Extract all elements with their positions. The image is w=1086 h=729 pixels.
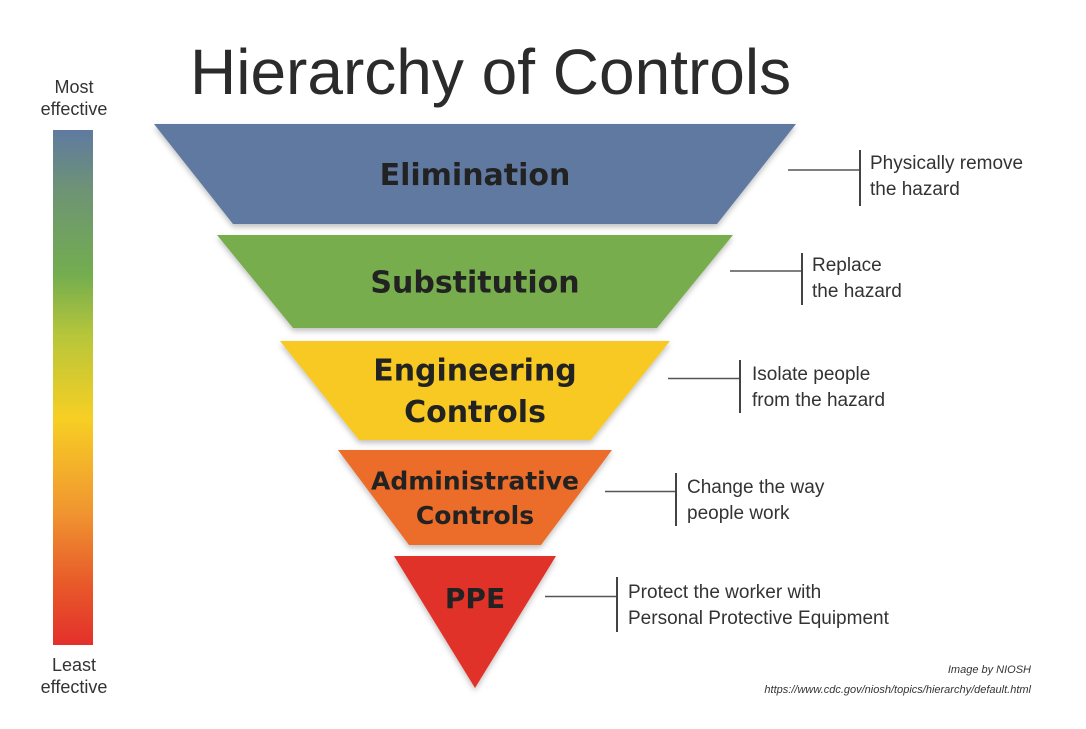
most-effective-label: Most effective (24, 76, 124, 120)
credit-line: Image by NIOSH (947, 664, 1031, 676)
engineering-description: Isolate people from the hazard (752, 362, 885, 414)
ppe-tier (394, 556, 556, 688)
ppe-description: Protect the worker with Personal Protect… (628, 580, 889, 632)
substitution-description: Replace the hazard (812, 253, 902, 305)
administrative-description: Change the way people work (687, 475, 824, 527)
engineering-label-line1: Engineering (373, 354, 577, 389)
credit-url: https://www.cdc.gov/niosh/topics/hierarc… (764, 684, 1031, 696)
elimination-desc-line2: the hazard (870, 179, 960, 200)
administrative-desc-line1: Change the way (687, 477, 825, 498)
ppe-desc-line1: Protect the worker with (628, 582, 822, 603)
administrative-label-line1: Administrative (371, 466, 579, 495)
elimination-description: Physically remove the hazard (870, 151, 1023, 203)
engineering-desc-line2: from the hazard (752, 390, 886, 411)
substitution-label-line1: Substitution (370, 265, 579, 300)
administrative-label-line2: Controls (416, 501, 534, 530)
administrative-tier (338, 450, 612, 545)
most-effective-line1: Most (54, 77, 94, 97)
administrative-desc-line2: people work (687, 503, 790, 524)
substitution-tier (217, 235, 733, 328)
engineering-label-line2: Controls (404, 395, 546, 430)
diagram-title: Hierarchy of Controls (190, 36, 792, 108)
least-effective-label: Least effective (24, 654, 124, 698)
least-effective-line2: effective (40, 677, 108, 697)
ppe-desc-line2: Personal Protective Equipment (628, 608, 889, 629)
ppe-label-line1: PPE (445, 582, 505, 615)
least-effective-line1: Least (51, 655, 97, 675)
engineering-desc-line1: Isolate people (752, 364, 871, 385)
substitution-desc-line2: the hazard (812, 281, 902, 302)
elimination-desc-line1: Physically remove (870, 153, 1024, 174)
elimination-label-line1: Elimination (380, 158, 571, 193)
engineering-tier (280, 341, 670, 440)
most-effective-line2: effective (40, 99, 108, 119)
effectiveness-gradient-bar (53, 130, 93, 645)
elimination-tier (154, 124, 796, 224)
substitution-desc-line1: Replace (812, 255, 882, 276)
